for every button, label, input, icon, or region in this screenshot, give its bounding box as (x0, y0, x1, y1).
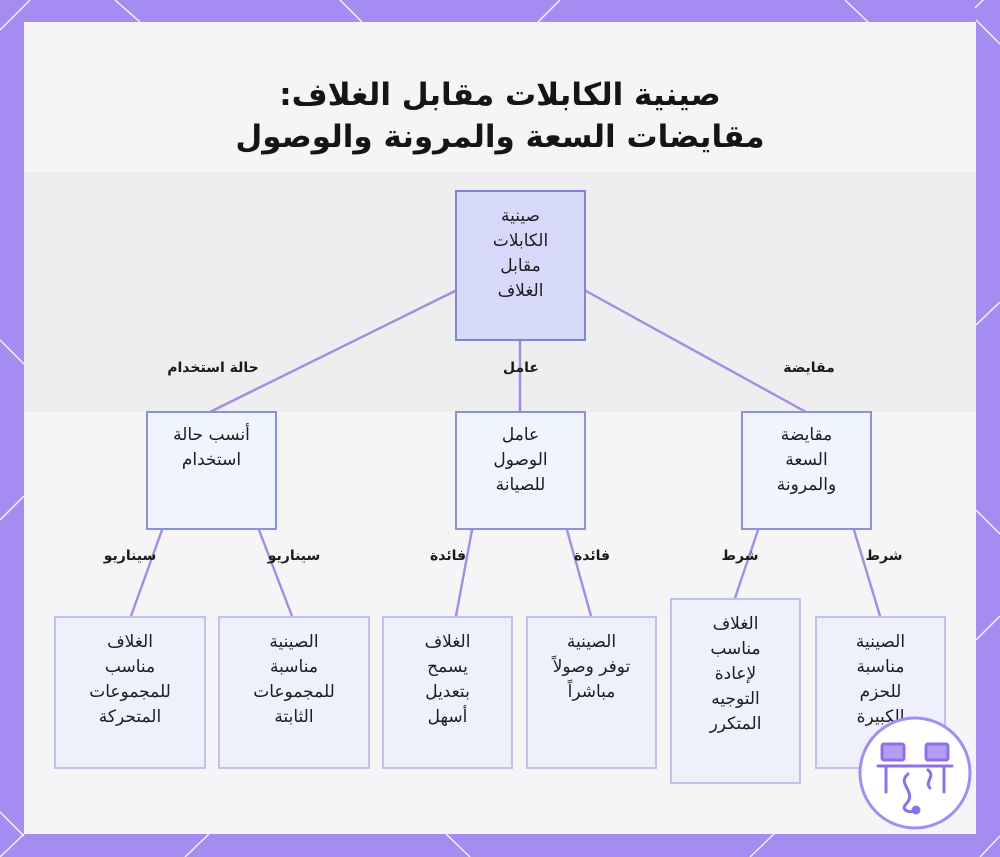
edge-label-factor: عامل (503, 360, 539, 376)
node-leaf-line: الغلاف (384, 630, 511, 655)
node-leaf-line: الصينية (220, 630, 368, 655)
node-tradeoff-line: والمرونة (743, 473, 870, 498)
node-root: صينية الكابلات مقابل الغلاف (455, 190, 586, 341)
brand-logo-icon (856, 714, 974, 832)
node-root-line: الكابلات (457, 229, 584, 254)
node-leaf-line: أسهل (384, 705, 511, 730)
node-access-line: عامل (457, 423, 584, 448)
edge-use-case-scenario-1 (131, 530, 162, 616)
node-leaf-line: الصينية (528, 630, 655, 655)
node-leaf-line: مناسبة (220, 655, 368, 680)
edge-label-scenario-1: سيناريو (104, 548, 157, 564)
node-sheath-modify: الغلاف يسمح بتعديل أسهل (382, 616, 513, 769)
node-leaf-line: مناسب (56, 655, 204, 680)
node-use-case-line: أنسب حالة (148, 423, 275, 448)
edge-label-benefit-1: فائدة (430, 548, 466, 564)
edge-tradeoff-condition-2 (854, 530, 880, 616)
node-sheath-dynamic: الغلاف مناسب للمجموعات المتحركة (54, 616, 206, 769)
edge-label-condition-2: شرط (865, 548, 902, 564)
edge-access-benefit-2 (567, 530, 591, 616)
node-leaf-line: مباشراً (528, 680, 655, 705)
edge-tradeoff-condition-1 (735, 530, 758, 598)
node-leaf-line: مناسب (672, 637, 799, 662)
node-leaf-line: الغلاف (672, 612, 799, 637)
node-leaf-line: الغلاف (56, 630, 204, 655)
node-leaf-line: للمجموعات (56, 680, 204, 705)
node-tray-static: الصينية مناسبة للمجموعات الثابتة (218, 616, 370, 769)
node-leaf-line: التوجيه (672, 687, 799, 712)
node-tradeoff-line: مقايضة (743, 423, 870, 448)
node-sheath-reroute: الغلاف مناسب لإعادة التوجيه المتكرر (670, 598, 801, 784)
edge-root-tradeoff (586, 291, 806, 412)
node-root-line: مقابل (457, 254, 584, 279)
node-leaf-line: للحزم (817, 680, 944, 705)
diagram-card: صينية الكابلات مقابل الغلاف: مقايضات الس… (24, 22, 976, 834)
node-leaf-line: المتحركة (56, 705, 204, 730)
node-leaf-line: المتكرر (672, 712, 799, 737)
node-leaf-line: لإعادة (672, 662, 799, 687)
node-use-case: أنسب حالة استخدام (146, 411, 277, 530)
node-tray-access: الصينية توفر وصولاً مباشراً (526, 616, 657, 769)
node-leaf-line: مناسبة (817, 655, 944, 680)
node-leaf-line: للمجموعات (220, 680, 368, 705)
edge-root-use-case (210, 291, 455, 412)
node-leaf-line: بتعديل (384, 680, 511, 705)
node-leaf-line: يسمح (384, 655, 511, 680)
edge-label-benefit-2: فائدة (574, 548, 610, 564)
node-access-line: للصيانة (457, 473, 584, 498)
node-leaf-line: توفر وصولاً (528, 655, 655, 680)
node-use-case-line: استخدام (148, 448, 275, 473)
edge-label-use-case: حالة استخدام (167, 360, 259, 376)
node-access-line: الوصول (457, 448, 584, 473)
edge-label-tradeoff: مقايضة (783, 360, 835, 376)
node-access-factor: عامل الوصول للصيانة (455, 411, 586, 530)
edge-label-scenario-2: سيناريو (268, 548, 321, 564)
edge-use-case-scenario-2 (259, 530, 292, 616)
node-tradeoff: مقايضة السعة والمرونة (741, 411, 872, 530)
node-root-line: صينية (457, 204, 584, 229)
edge-access-benefit-1 (456, 530, 472, 616)
edge-label-condition-1: شرط (721, 548, 758, 564)
node-tradeoff-line: السعة (743, 448, 870, 473)
node-root-line: الغلاف (457, 279, 584, 304)
node-leaf-line: الصينية (817, 630, 944, 655)
node-leaf-line: الثابتة (220, 705, 368, 730)
